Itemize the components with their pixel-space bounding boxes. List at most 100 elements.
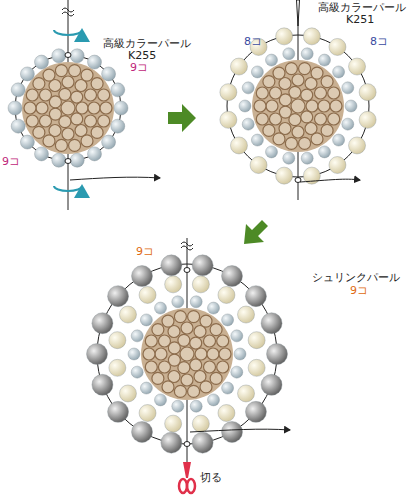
pearl [139,286,156,303]
pearl [333,134,345,146]
pearl [230,58,247,75]
pearl [303,28,320,45]
lace-loop [306,100,318,112]
lace-loop [178,334,190,346]
pearl [283,48,295,60]
pearl [266,54,278,66]
thread-loop [97,264,277,444]
lace-loop [162,315,174,327]
lace-loop [188,311,200,323]
lace-loop [98,115,110,127]
lace-loop [328,113,340,125]
lace-loop [69,139,81,151]
pearl [190,400,202,412]
pearl [192,415,209,432]
lace-loop [76,102,88,114]
lace-loop [269,113,281,125]
lace-loop [174,311,186,323]
pearl [35,147,49,161]
cut-note: 切る [200,472,222,484]
lace-loop [285,137,297,149]
lace-loop [311,67,323,79]
thread-loop [227,35,369,177]
lace-loop [217,361,229,373]
lace-loop [71,91,83,103]
lace-loop [219,348,231,360]
pearl [208,394,220,406]
pearl [192,432,213,453]
pearl [70,49,84,63]
pearl [283,152,295,164]
lace-loop [269,87,281,99]
pearl [234,348,246,360]
lace-loop [152,324,164,336]
pearl [131,366,143,378]
lace-loop [33,126,45,138]
pearl [102,67,116,81]
pearl [155,302,167,314]
pearl [20,67,34,81]
pearl [319,146,331,158]
lace-loop [292,74,304,86]
pearl [329,157,346,174]
pearl-name: 高級カラーパール [318,2,406,14]
knot [184,268,190,273]
lace-loop [200,315,212,327]
pearl [119,385,136,402]
pearl [35,55,49,69]
pearl [222,382,234,394]
lace-loop [207,348,219,360]
pearl [11,83,25,97]
lace-loop [174,385,186,397]
pearl [349,137,366,154]
lace-loop [26,89,38,101]
lace-loop [55,139,67,151]
lace-loop [315,87,327,99]
pearl [8,101,22,115]
pearl [250,157,267,174]
lace-loop [100,102,112,114]
lace-loop [301,111,313,123]
pearl [333,66,345,78]
pearl [108,401,129,422]
pearl [242,82,254,94]
pearl [238,306,255,323]
count: 9コ [2,156,20,168]
lace-loop [59,88,71,100]
lace-loop [155,348,167,360]
pearl [245,401,266,422]
pearl [87,344,108,365]
pearl [319,54,331,66]
pearl [267,344,288,365]
pearl [342,118,354,130]
lace-loop [291,99,305,113]
lace-disc [22,62,114,154]
lace-loop [81,135,93,147]
lace-loop [61,101,75,115]
lace-loop [285,63,297,75]
pearl-code: K255 [128,50,156,62]
lace-loop [321,124,333,136]
pearl [165,276,182,293]
pearl [128,348,140,360]
lace-loop [81,69,93,81]
lace-loop [85,115,97,127]
lace-loop [210,372,222,384]
pearl [192,276,209,293]
pearl [172,400,184,412]
lace-loop [311,133,323,145]
pearl [276,167,293,184]
pearl [70,153,84,167]
pearl [261,374,282,395]
lace-loop [26,115,38,127]
pearl [11,119,25,133]
pearl [132,421,153,442]
pearl [161,432,182,453]
lace-loop [98,89,110,101]
count: 9コ [350,285,368,297]
lace-loop [200,381,212,393]
lace-loop [152,372,164,384]
lace-loop [263,124,275,136]
lace-loop [145,335,157,347]
